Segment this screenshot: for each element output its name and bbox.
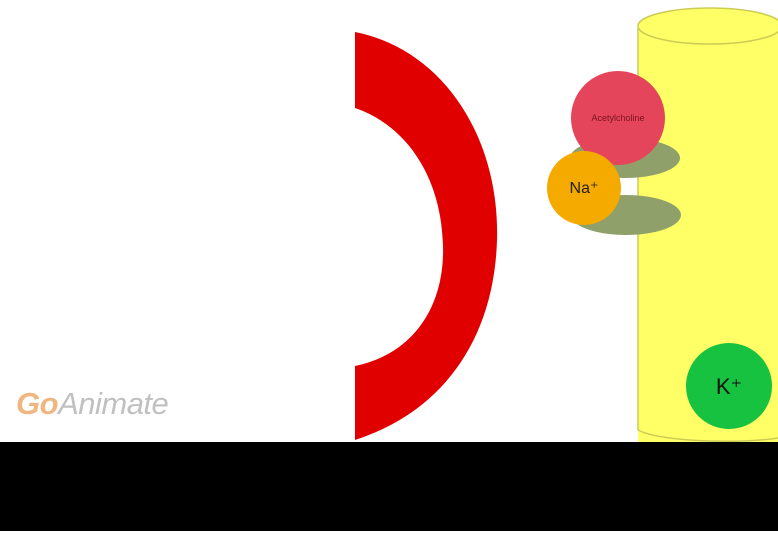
- player-bottom-bar: [0, 442, 778, 531]
- watermark-go-text: Go: [16, 386, 58, 421]
- watermark-animate-text: Animate: [58, 386, 168, 421]
- potassium-label: K⁺: [716, 374, 742, 399]
- sodium-label: Na⁺: [570, 180, 599, 197]
- postsynaptic-top-ellipse: [638, 8, 778, 44]
- acetylcholine-label: Acetylcholine: [591, 113, 644, 123]
- presynaptic-terminal: [355, 32, 497, 440]
- goanimate-watermark: GoAnimate: [16, 388, 168, 419]
